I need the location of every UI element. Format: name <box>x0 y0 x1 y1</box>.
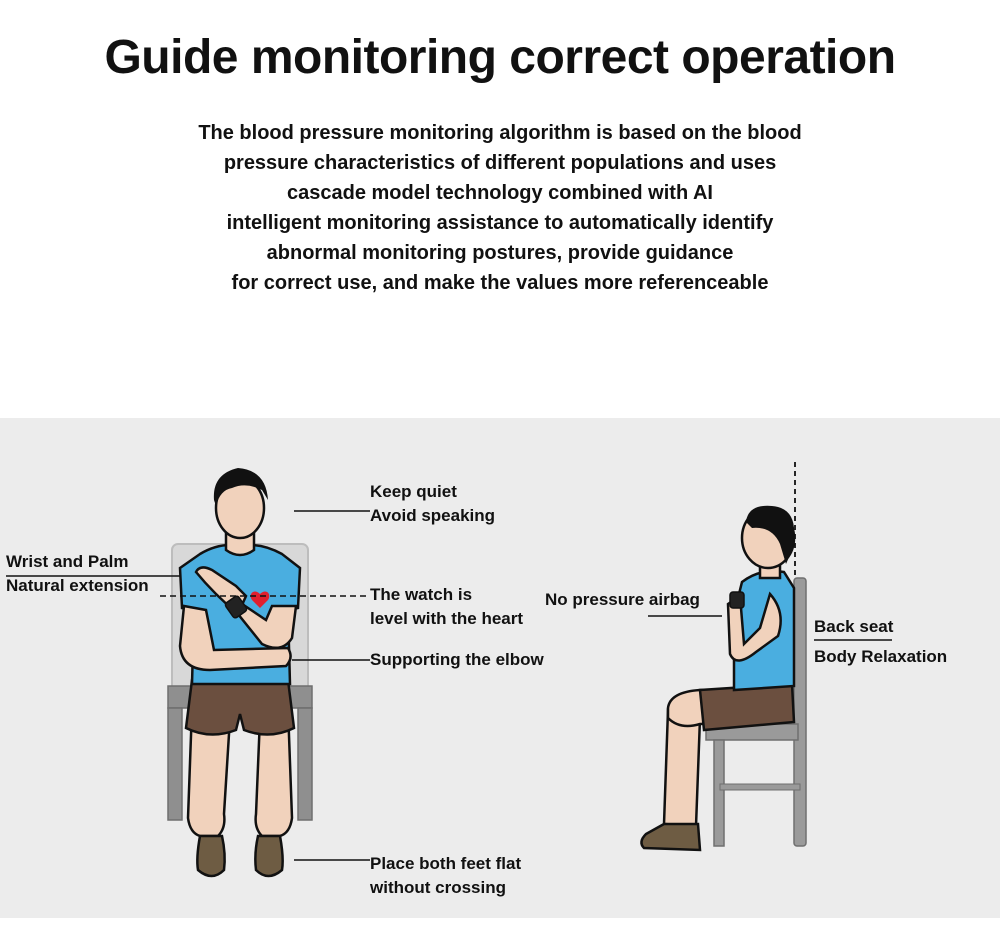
side-view-figure <box>640 462 807 852</box>
label-keep-quiet: Keep quiet Avoid speaking <box>370 482 496 525</box>
chair-leg <box>297 707 313 821</box>
leader-lines <box>6 510 892 861</box>
label-back-seat: Back seat Body Relaxation <box>814 617 948 666</box>
right-shoe <box>254 834 284 878</box>
intro-line: The blood pressure monitoring algorithm … <box>198 122 802 144</box>
illustration-panel: Keep quiet Avoid speaking Wrist and Palm… <box>0 418 1000 918</box>
watch <box>224 595 248 619</box>
label-support-elbow: Supporting the elbow <box>370 650 544 669</box>
side-shorts <box>698 682 796 732</box>
raised-arm <box>236 602 298 650</box>
intro-paragraph: The blood pressure monitoring algorithm … <box>100 118 900 298</box>
intro-line: intelligent monitoring assistance to aut… <box>226 212 774 234</box>
intro-line: cascade model technology combined with A… <box>286 182 713 204</box>
front-view-figure <box>167 468 313 878</box>
label-wrist-palm: Wrist and Palm Natural extension <box>6 552 149 595</box>
side-chair-leg <box>713 739 725 847</box>
chair-backrest <box>793 577 807 847</box>
label-feet-flat: Place both feet flat without crossing <box>370 854 522 897</box>
side-chair-rung <box>719 783 801 791</box>
posture-illustration <box>6 462 892 878</box>
label-airbag: No pressure airbag <box>545 590 700 609</box>
left-shoe <box>196 834 226 878</box>
side-lower-leg <box>662 708 702 828</box>
intro-line: pressure characteristics of different po… <box>223 152 777 174</box>
label-watch-level: The watch is level with the heart <box>370 585 524 628</box>
side-watch <box>729 591 745 609</box>
side-shoe <box>640 822 702 852</box>
side-arm <box>726 591 782 662</box>
hair <box>213 468 268 506</box>
page-title: Guide monitoring correct operation <box>104 31 896 84</box>
supporting-arm <box>178 604 292 672</box>
shorts <box>184 678 296 736</box>
side-hair <box>746 505 795 564</box>
intro-line: for correct use, and make the values mor… <box>231 272 769 294</box>
intro-line: abnormal monitoring postures, provide gu… <box>266 242 734 264</box>
chair-leg <box>167 707 183 821</box>
